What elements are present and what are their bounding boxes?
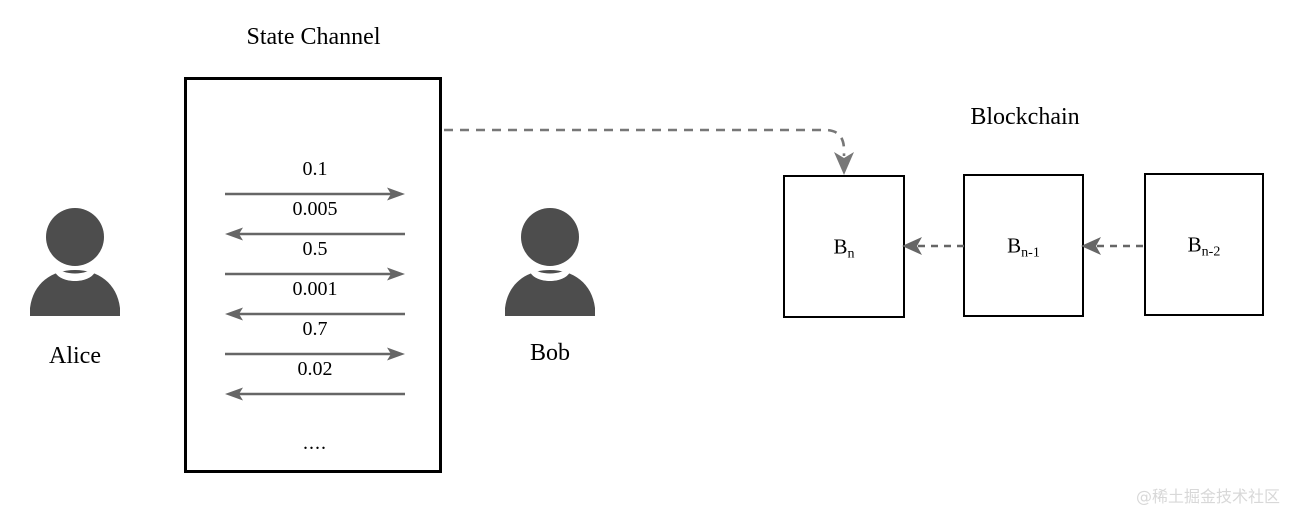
- transaction-arrow-right: [225, 267, 405, 281]
- block-label-base: B: [1187, 232, 1202, 256]
- block-label: Bn: [785, 234, 903, 261]
- blockchain-title: Blockchain: [970, 104, 1080, 130]
- block-label-subscript: n-1: [1021, 245, 1040, 260]
- transaction-arrow-right: [225, 347, 405, 361]
- block-label: Bn-1: [965, 233, 1082, 260]
- block-box-n: Bn: [783, 175, 905, 318]
- transaction-row: 0.005: [225, 198, 405, 241]
- transaction-row: 0.7: [225, 318, 405, 361]
- person-avatar-icon: [30, 208, 120, 316]
- transaction-row: 0.1: [225, 158, 405, 201]
- transaction-amount: 0.001: [292, 278, 338, 300]
- block-box-n-2: Bn-2: [1144, 173, 1264, 316]
- transaction-amount: 0.7: [302, 318, 328, 340]
- transaction-amount: 0.005: [292, 198, 338, 220]
- state-channel-to-blockchain-arrow: [444, 128, 854, 175]
- transaction-amount: 0.02: [297, 358, 333, 380]
- transactions-ellipsis: ....: [303, 432, 327, 454]
- transaction-amount: 0.1: [302, 158, 328, 180]
- block-box-n-1: Bn-1: [963, 174, 1084, 317]
- alice-label: Alice: [49, 343, 101, 369]
- transaction-row: 0.02: [225, 358, 405, 401]
- bob-label: Bob: [529, 340, 570, 366]
- transaction-arrow-left: [225, 227, 405, 241]
- alice-avatar: [25, 204, 125, 320]
- chain-link-arrow-n2-to-n1: [1081, 237, 1147, 255]
- transaction-arrow-left: [225, 307, 405, 321]
- bob-avatar: [500, 204, 600, 320]
- transaction-amount: 0.5: [302, 238, 328, 260]
- chain-link-arrow-n1-to-n: [902, 237, 966, 255]
- state-channel-title: State Channel: [246, 24, 381, 50]
- transaction-row: 0.5: [225, 238, 405, 281]
- block-label: Bn-2: [1146, 232, 1262, 259]
- block-label-subscript: n: [847, 246, 855, 261]
- person-avatar-icon: [505, 208, 595, 316]
- watermark: @稀土掘金技术社区: [1135, 487, 1280, 506]
- block-label-base: B: [1007, 233, 1022, 257]
- block-label-subscript: n-2: [1201, 244, 1221, 259]
- transaction-arrow-right: [225, 187, 405, 201]
- block-label-base: B: [833, 234, 848, 258]
- transaction-row: 0.001: [225, 278, 405, 321]
- transaction-arrow-left: [225, 387, 405, 401]
